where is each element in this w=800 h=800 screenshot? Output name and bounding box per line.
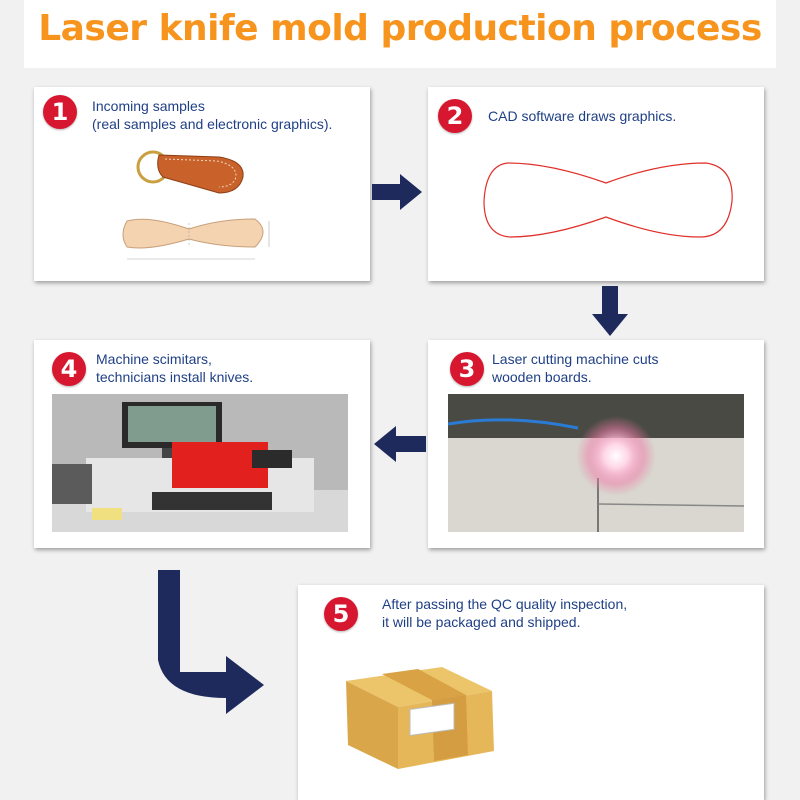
arrow-down-icon bbox=[592, 286, 628, 336]
step-3-line-1: Laser cutting machine cuts bbox=[492, 351, 659, 367]
step-4-description: Machine scimitars, technicians install k… bbox=[96, 350, 253, 386]
step-2-line-1: CAD software draws graphics. bbox=[488, 108, 677, 124]
step-1-description: Incoming samples (real samples and elect… bbox=[92, 97, 332, 133]
step-3-badge: 3 bbox=[450, 352, 484, 386]
step-5-badge: 5 bbox=[324, 597, 358, 631]
step-5-line-1: After passing the QC quality inspection, bbox=[382, 596, 628, 612]
step-3-line-2: wooden boards. bbox=[492, 369, 592, 385]
step-3-card: 3 Laser cutting machine cuts wooden boar… bbox=[428, 340, 764, 548]
cad-outline-drawing bbox=[483, 162, 733, 238]
step-4-badge: 4 bbox=[52, 352, 86, 386]
leather-template bbox=[122, 218, 264, 249]
step-1-line-1: Incoming samples bbox=[92, 98, 205, 114]
step-2-card: 2 CAD software draws graphics. bbox=[428, 87, 764, 281]
knife-bending-machine-photo bbox=[52, 394, 348, 532]
laser-cutting-photo bbox=[448, 394, 744, 532]
arrow-left-icon bbox=[374, 426, 426, 462]
step-2-badge: 2 bbox=[438, 99, 472, 133]
shipping-label bbox=[409, 702, 455, 737]
page-title: Laser knife mold production process bbox=[38, 8, 762, 49]
step-4-card: 4 Machine scimitars, technicians install… bbox=[34, 340, 370, 548]
sample-keychain-and-template-image bbox=[122, 150, 270, 260]
arrow-right-icon bbox=[372, 174, 422, 210]
step-5-card: 5 After passing the QC quality inspectio… bbox=[298, 585, 764, 800]
step-2-description: CAD software draws graphics. bbox=[488, 107, 676, 125]
cardboard-box-icon bbox=[346, 667, 494, 769]
arrow-bend-down-right-icon bbox=[158, 570, 264, 714]
step-3-description: Laser cutting machine cuts wooden boards… bbox=[492, 350, 659, 386]
step-4-line-1: Machine scimitars, bbox=[96, 351, 212, 367]
step-1-badge: 1 bbox=[43, 95, 77, 129]
title-banner: Laser knife mold production process bbox=[24, 0, 776, 68]
cad-outline-shape bbox=[483, 162, 733, 238]
step-4-line-2: technicians install knives. bbox=[96, 369, 254, 385]
leather-tag bbox=[157, 154, 244, 194]
step-1-line-2: (real samples and electronic graphics). bbox=[92, 116, 333, 132]
step-1-card: 1 Incoming samples (real samples and ele… bbox=[34, 87, 370, 281]
step-5-line-2: it will be packaged and shipped. bbox=[382, 614, 581, 630]
step-5-description: After passing the QC quality inspection,… bbox=[382, 595, 627, 631]
laser-glow bbox=[576, 416, 656, 496]
